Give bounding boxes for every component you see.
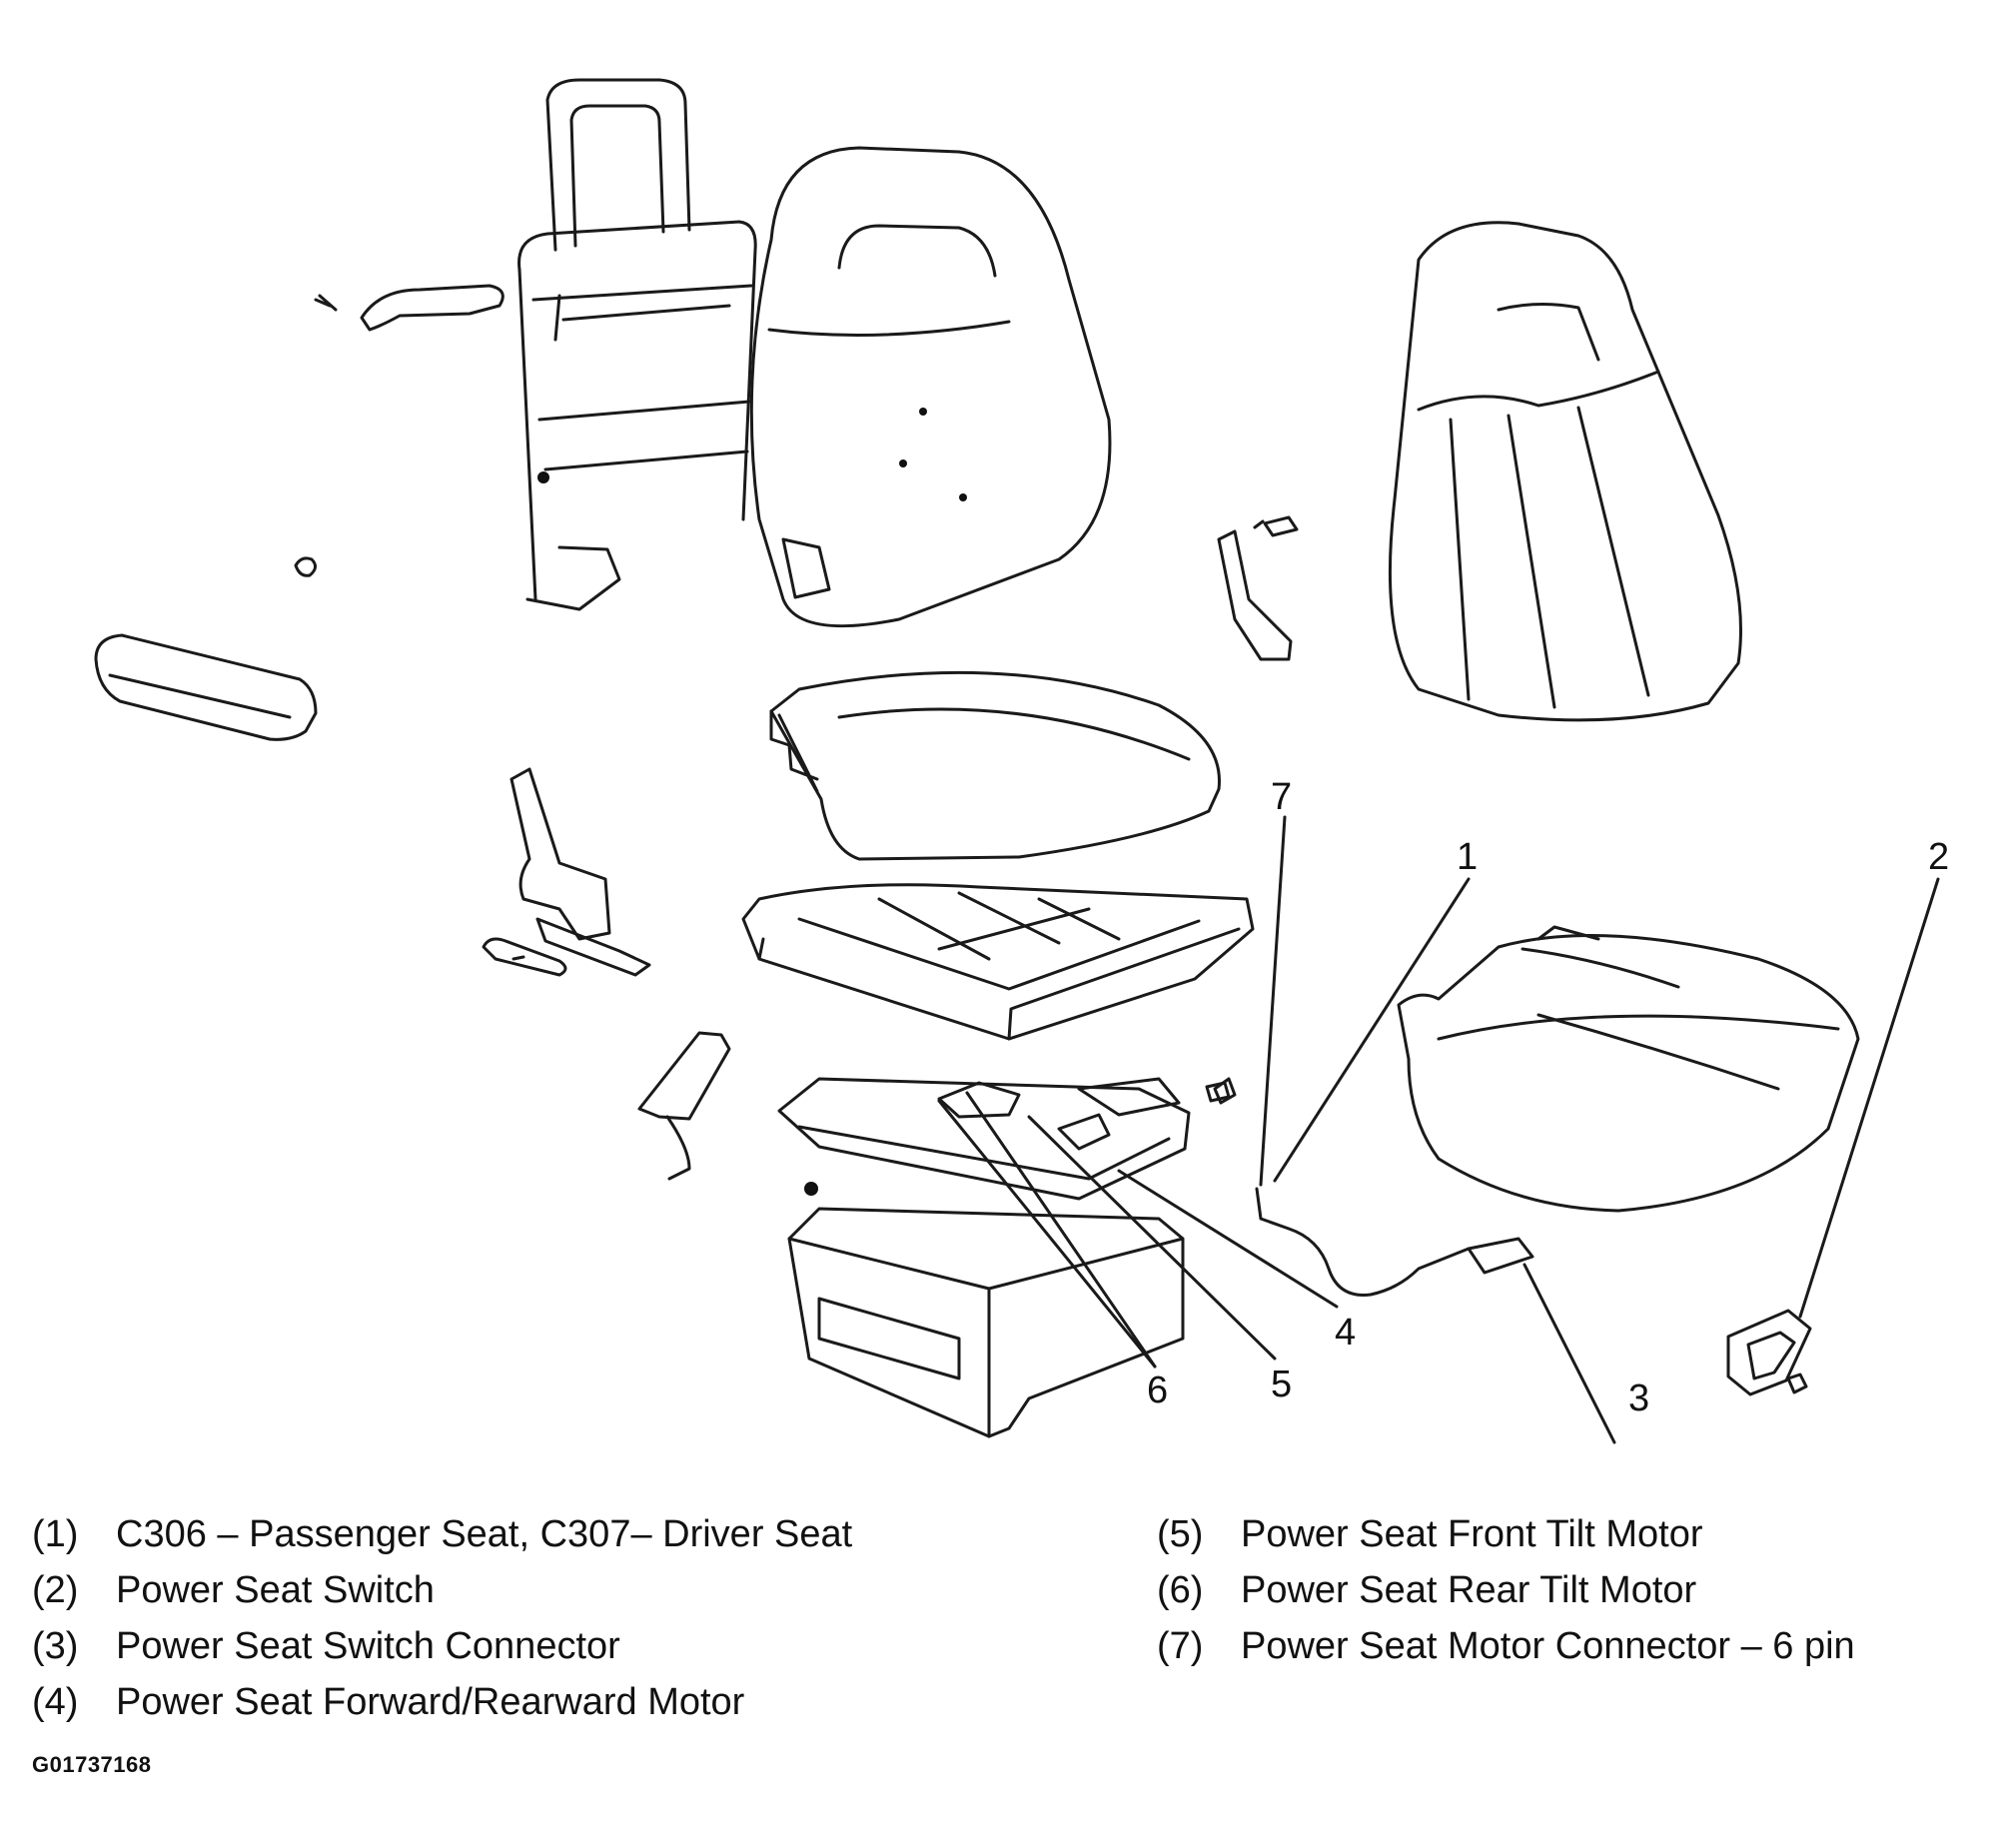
legend-item: (3) Power Seat Switch Connector (32, 1618, 852, 1674)
legend-right: (5) Power Seat Front Tilt Motor (6) Power … (1157, 1506, 1855, 1674)
legend-num: (3) (32, 1625, 79, 1667)
figure-id: G01737168 (32, 1752, 152, 1777)
callout-numbers: 7 1 2 4 5 6 3 (1147, 776, 1949, 1419)
recliner-mechanism (482, 767, 651, 977)
switch-harness-left (637, 1031, 731, 1181)
legend-num: (2) (32, 1569, 79, 1611)
callout-4: 4 (1335, 1312, 1356, 1354)
power-seat-switch-part (1726, 1309, 1812, 1396)
seatback-cushion-left (749, 146, 1112, 628)
seatback-cushion-right (1388, 221, 1742, 722)
armrest (94, 633, 318, 741)
seat-cushion-center (769, 670, 1221, 861)
legend-label: Power Seat Switch (116, 1569, 435, 1611)
legend-item: (2) Power Seat Switch (32, 1562, 852, 1618)
legend-item: (4) Power Seat Forward/Rearward Motor (32, 1674, 852, 1730)
callout-1: 1 (1457, 836, 1478, 878)
legend-label: Power Seat Motor Connector – 6 pin (1241, 1625, 1855, 1667)
legend-label: Power Seat Rear Tilt Motor (1241, 1569, 1697, 1611)
clip (294, 556, 317, 577)
bolt (1213, 1077, 1237, 1105)
exploded-seat-diagram: 7 1 2 4 5 6 3 (94, 78, 1949, 1444)
callout-3: 3 (1628, 1377, 1649, 1419)
leader-lines (937, 815, 1940, 1444)
seat-cushion-right (1397, 925, 1860, 1213)
legend-label: Power Seat Forward/Rearward Motor (116, 1681, 745, 1723)
legend-num: (1) (32, 1513, 79, 1555)
seat-riser-base (787, 1182, 1185, 1438)
bolt (1253, 515, 1299, 537)
legend-left: (1) C306 – Passenger Seat, C307– Driver S… (32, 1506, 852, 1730)
legend-num: (5) (1157, 1513, 1204, 1555)
legend-item: (1) C306 – Passenger Seat, C307– Driver S… (32, 1506, 852, 1562)
legend-item: (7) Power Seat Motor Connector – 6 pin (1157, 1618, 1855, 1674)
bracket (1217, 529, 1293, 661)
wire-harness (1255, 1187, 1534, 1297)
legend-label: C306 – Passenger Seat, C307– Driver Seat (116, 1513, 853, 1555)
callout-7: 7 (1271, 776, 1292, 818)
legend-item: (6) Power Seat Rear Tilt Motor (1157, 1562, 1855, 1618)
legend-label: Power Seat Switch Connector (116, 1625, 620, 1667)
seatback-frame (517, 78, 757, 611)
legend-num: (6) (1157, 1569, 1204, 1611)
legend-num: (4) (32, 1681, 79, 1723)
legend-item: (5) Power Seat Front Tilt Motor (1157, 1506, 1855, 1562)
trim-handle (314, 284, 504, 332)
callout-5: 5 (1271, 1364, 1292, 1405)
legend-label: Power Seat Front Tilt Motor (1241, 1513, 1703, 1555)
callout-6: 6 (1147, 1370, 1168, 1411)
callout-2: 2 (1928, 836, 1949, 878)
seat-pan-frame (741, 883, 1255, 1041)
legend-num: (7) (1157, 1625, 1204, 1667)
